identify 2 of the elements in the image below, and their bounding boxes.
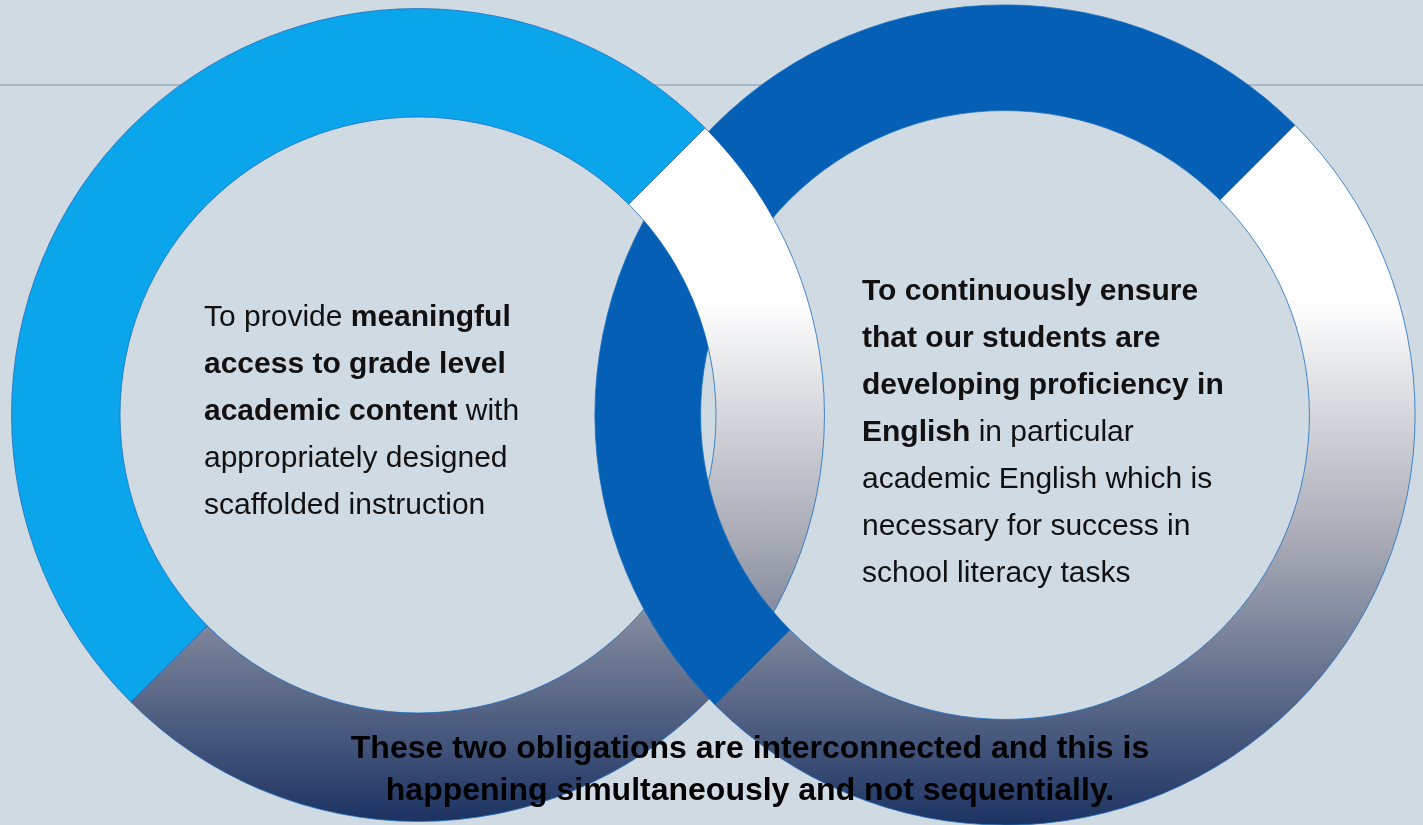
ring-text: To continuously ensure that our students are developing proficiency in English in particular academic English which is necessary for success in school literacy tasks [862, 272, 1225, 590]
ring-text: To provide meaningful access to grade level academic content with appropriately designed scaffolded instruction [204, 298, 521, 522]
